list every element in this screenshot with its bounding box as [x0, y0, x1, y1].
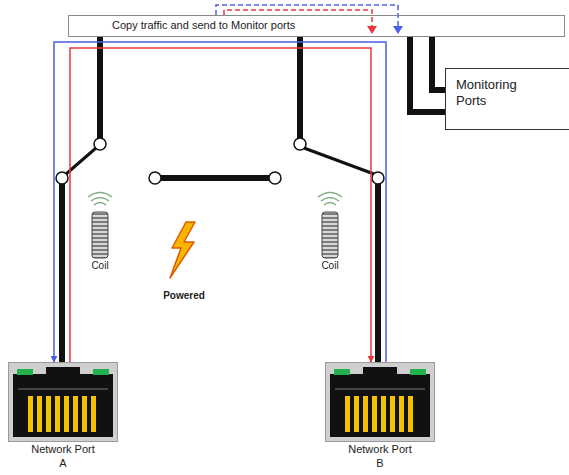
rj45-jack [9, 363, 118, 442]
network-port: Network PortB [325, 362, 435, 475]
node-text: B [325, 457, 435, 471]
signal-waves [88, 193, 342, 206]
monitor-wire [410, 37, 445, 112]
process-box: Copy traffic and send to Monitor ports [68, 15, 565, 37]
power-label: Powered [163, 290, 205, 301]
arrow-head [393, 26, 403, 34]
traffic-line [54, 42, 386, 362]
switch-arm [66, 148, 374, 174]
lightning-bolt [170, 222, 195, 278]
coil-symbol [92, 212, 338, 258]
coil-label: Coil [321, 260, 338, 271]
switch-contact [56, 138, 384, 184]
node-text: Monitoring Ports [456, 77, 548, 110]
network-port: Network PortA [8, 362, 118, 475]
wire [62, 37, 378, 362]
node-text: A [8, 457, 118, 471]
coil-label: Coil [91, 260, 108, 271]
monitor-wire [432, 37, 445, 90]
rj45-jack [326, 363, 435, 442]
node-text: Network Port [8, 443, 118, 457]
node-text: Copy traffic and send to Monitor ports [112, 19, 295, 33]
monitor-box: Monitoring Ports [445, 68, 569, 130]
node-text: Network Port [325, 443, 435, 457]
traffic-line [70, 48, 371, 362]
arrow-head [367, 26, 377, 34]
